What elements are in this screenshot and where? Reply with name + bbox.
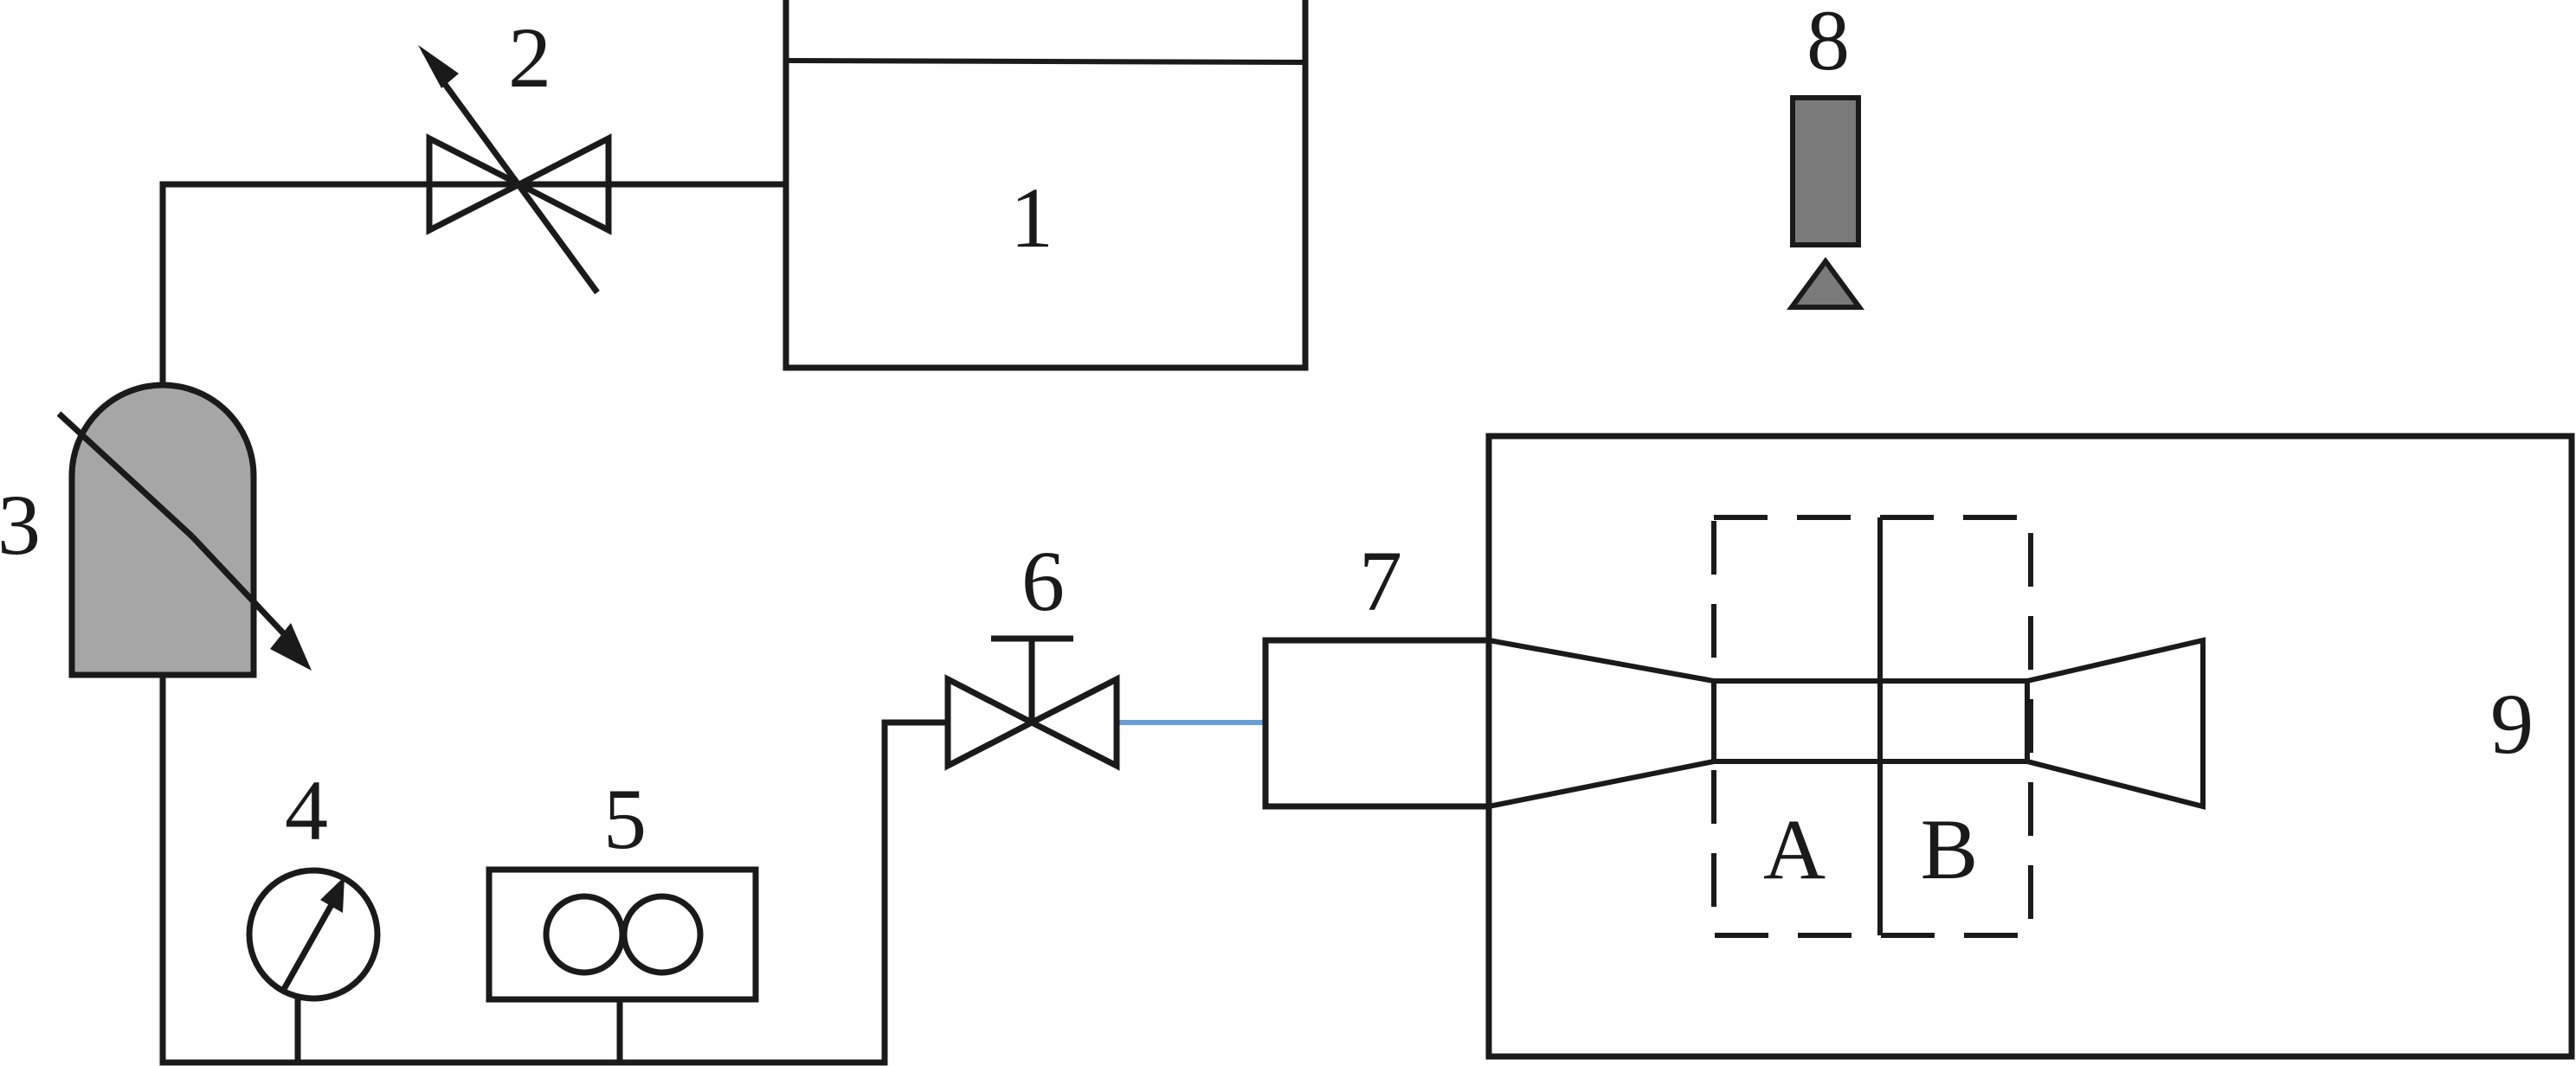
- tank: 1: [782, 0, 1309, 371]
- adjustable-valve-arrow-icon: [418, 45, 459, 88]
- pump: 5: [486, 771, 759, 1063]
- shutoff-valve: 6: [944, 533, 1120, 771]
- nozzle-throat: [1711, 678, 2030, 764]
- pipe-vessel-bottom-rail: [159, 675, 948, 1066]
- vessel-body: [68, 382, 257, 678]
- nozzle-converging: [1486, 637, 1716, 810]
- enclosure-label: 9: [2490, 676, 2534, 772]
- piping: [159, 181, 1265, 1066]
- gauge-dial: [246, 867, 381, 1002]
- inlet-block: 7: [1262, 533, 1492, 810]
- heater-vessel-label: 3: [0, 477, 41, 573]
- pipe-tank-to-vessel: [159, 181, 786, 385]
- pump-rotor-left-icon: [543, 893, 626, 976]
- adjustable-valve: 2: [418, 10, 612, 295]
- observation-window: [1711, 515, 2033, 938]
- shutoff-valve-label: 6: [1021, 533, 1065, 629]
- camera-label: 8: [1806, 0, 1850, 88]
- section-b-label: B: [1921, 801, 1979, 897]
- gauge-needle-icon: [320, 877, 345, 913]
- camera-lens-icon: [1787, 256, 1864, 310]
- pump-rotor-right-icon: [621, 893, 704, 976]
- nozzle-diverging: [2025, 637, 2206, 810]
- inlet-block-label: 7: [1359, 533, 1402, 629]
- camera-body: [1790, 95, 1861, 247]
- pressure-gauge-label: 4: [285, 762, 328, 858]
- heater-vessel: 3: [0, 382, 312, 678]
- camera: 8: [1787, 0, 1864, 310]
- section-a-label: A: [1763, 801, 1826, 897]
- pressure-gauge: 4: [246, 762, 381, 1063]
- adjustable-valve-label: 2: [508, 10, 551, 106]
- enclosure: A B 9: [1485, 433, 2575, 1060]
- pump-label: 5: [603, 771, 647, 867]
- tank-label: 1: [1010, 170, 1053, 266]
- vessel-arrow-icon: [270, 623, 312, 671]
